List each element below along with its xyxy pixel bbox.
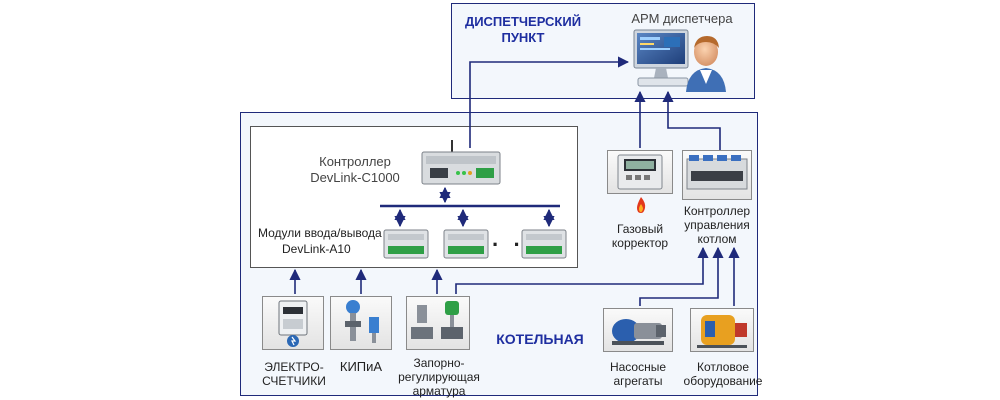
boiler-controller-label-line1: Контроллер bbox=[683, 204, 751, 218]
controller-label-line1: Контроллер bbox=[319, 154, 391, 169]
controller-label-line2: DevLink-C1000 bbox=[310, 170, 400, 185]
io-module-1-icon bbox=[382, 228, 430, 260]
gas-corrector-tile bbox=[607, 150, 673, 194]
electricity-meter-icon bbox=[278, 300, 308, 347]
modules-label: Модули ввода/вывода DevLink-A10 bbox=[258, 225, 408, 257]
meters-label-line1: ЭЛЕКТРО- bbox=[264, 360, 324, 374]
valves-label: Запорно- регулирующая арматура bbox=[394, 356, 484, 398]
meters-label-line2: СЧЕТЧИКИ bbox=[262, 374, 326, 388]
io-module-2-icon bbox=[442, 228, 490, 260]
kipia-label: КИПиА bbox=[339, 359, 383, 374]
wire-controller-to-workstation bbox=[469, 56, 630, 148]
dispatch-title-line2: ПУНКТ bbox=[501, 30, 545, 45]
dispatcher-workstation-icon bbox=[628, 26, 728, 92]
boiler-controller-label: Контроллер управления котлом bbox=[676, 204, 758, 246]
controller-device-icon bbox=[418, 138, 504, 188]
boiler-equipment-label-line1: Котловое bbox=[696, 360, 750, 374]
workstation-label: АРМ диспетчера bbox=[631, 11, 733, 26]
valves-label-line3: арматура bbox=[412, 384, 466, 398]
gas-corrector-label-line1: Газовый bbox=[616, 222, 664, 236]
wire-boiler-controller-to-workstation bbox=[662, 90, 721, 150]
electricity-meters-tile bbox=[262, 296, 324, 350]
modules-label-line1: Модули ввода/вывода bbox=[258, 226, 382, 240]
io-module-3-icon bbox=[520, 228, 568, 260]
wire-valves-to-boiler-controller bbox=[455, 246, 709, 294]
boiler-equipment-label: Котловое оборудование bbox=[678, 360, 768, 388]
pumps-label-line1: Насосные bbox=[609, 360, 667, 374]
boiler-controller-label-line3: котлом bbox=[697, 232, 737, 246]
kipia-tile bbox=[330, 296, 392, 350]
instruments-icon bbox=[345, 300, 379, 343]
gas-corrector-icon bbox=[617, 154, 663, 190]
pumps-tile bbox=[603, 308, 673, 352]
pumps-label-line2: агрегаты bbox=[613, 374, 663, 388]
pump-icon bbox=[612, 319, 666, 345]
wire-pumps-to-boiler-controller bbox=[639, 246, 724, 306]
gas-corrector-label-line2: корректор bbox=[611, 236, 669, 250]
boiler-equipment-tile bbox=[690, 308, 754, 352]
valve-icon bbox=[411, 301, 463, 339]
flame-icon bbox=[634, 196, 648, 214]
valves-label-line1: Запорно- bbox=[413, 356, 465, 370]
modules-label-line2: DevLink-A10 bbox=[282, 242, 351, 256]
boiler-equipment-label-line2: оборудование bbox=[683, 374, 763, 388]
gas-corrector-label: Газовый корректор bbox=[600, 222, 680, 250]
valves-label-line2: регулирующая bbox=[398, 370, 480, 384]
electricity-meters-label: ЭЛЕКТРО- СЧЕТЧИКИ bbox=[254, 360, 334, 388]
boiler-controller-icon bbox=[686, 155, 748, 190]
boiler-controller-tile bbox=[682, 150, 752, 200]
boiler-controller-label-line2: управления bbox=[684, 218, 750, 232]
valves-tile bbox=[406, 296, 470, 350]
boiler-room-title: КОТЕЛЬНАЯ bbox=[496, 331, 584, 347]
pumps-label: Насосные агрегаты bbox=[596, 360, 680, 388]
boiler-icon bbox=[697, 315, 747, 348]
dispatch-title-line1: ДИСПЕТЧЕРСКИЙ bbox=[464, 14, 582, 29]
dispatch-point-title: ДИСПЕТЧЕРСКИЙ ПУНКТ bbox=[458, 14, 588, 46]
controller-label: Контроллер DevLink-C1000 bbox=[290, 154, 420, 186]
